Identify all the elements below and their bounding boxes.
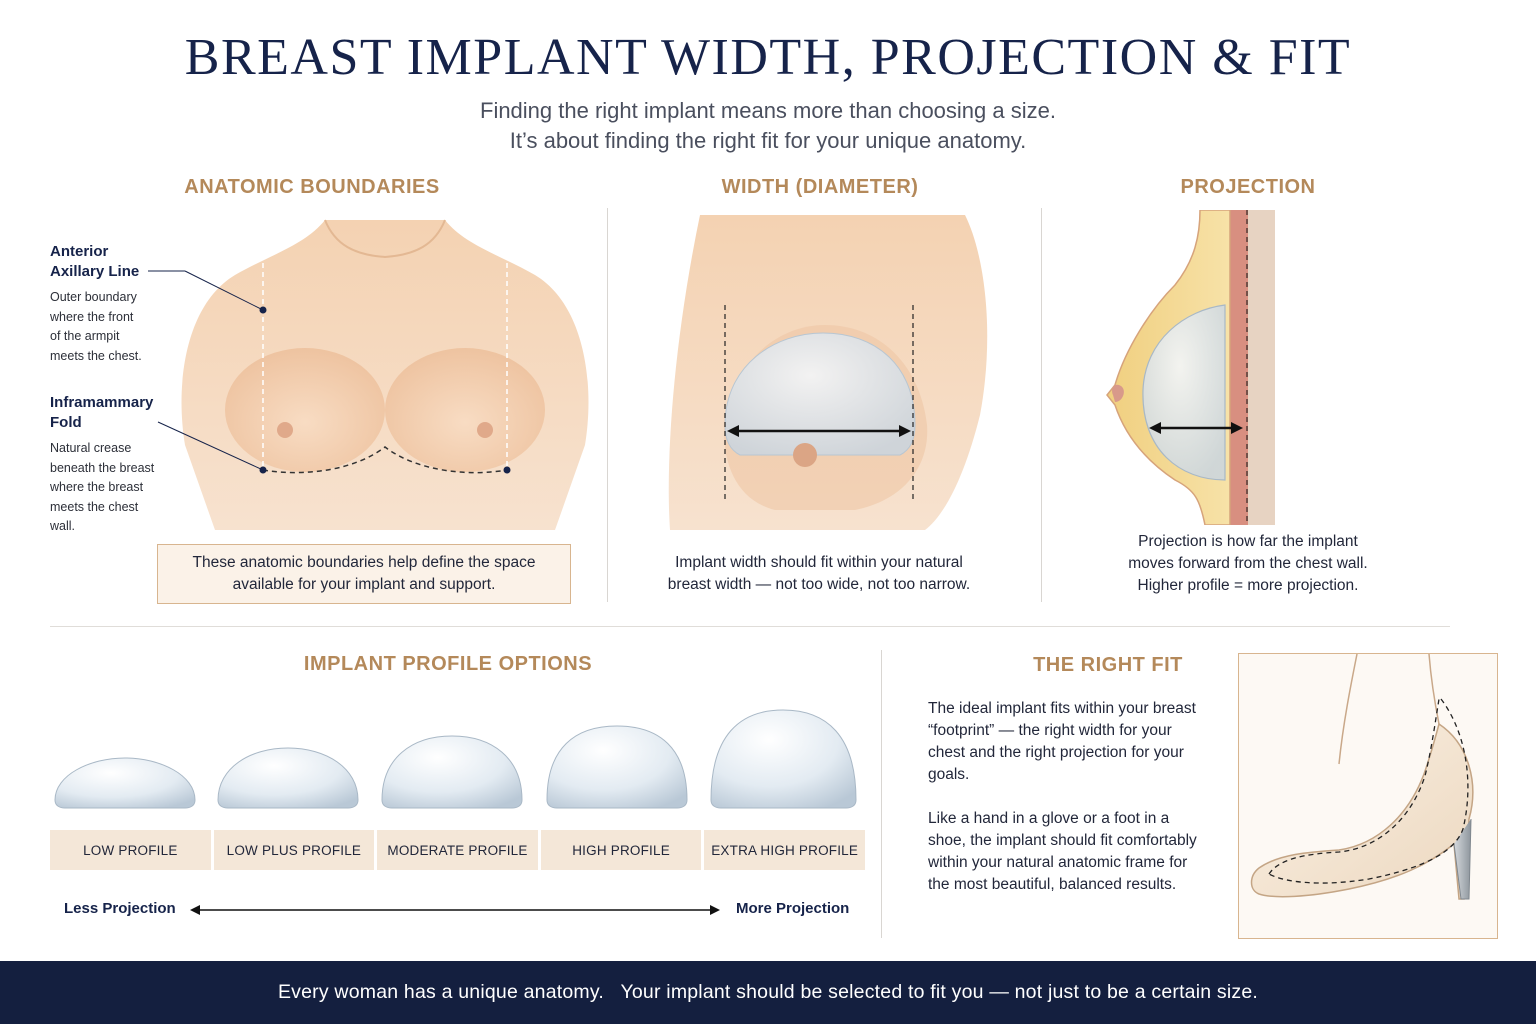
imf-desc-line-3: where the breast (50, 480, 144, 494)
axillary-title-line-2: Axillary Line (50, 263, 140, 280)
torso-illustration (181, 219, 589, 530)
projection-illustration (1106, 210, 1275, 525)
projection-caption: Projection is how far the implant moves … (1070, 531, 1426, 597)
profile-label-extra-high: EXTRA HIGH PROFILE (704, 830, 865, 870)
fit-paragraph-2: Like a hand in a glove or a foot in a sh… (928, 810, 1197, 893)
imf-desc-line-4: meets the chest (50, 499, 139, 514)
axillary-desc-line-3: of the armpit (50, 329, 120, 343)
profiles-heading: IMPLANT PROFILE OPTIONS (303, 653, 593, 675)
divider-2 (1041, 208, 1042, 602)
profile-label-low: LOW PROFILE (50, 830, 211, 870)
width-caption-line-2: breast width — not too wide, not too nar… (667, 576, 971, 593)
implant-low-profile (54, 757, 196, 809)
width-caption: Implant width should fit within your nat… (640, 552, 998, 596)
implant-profiles-row (54, 709, 857, 809)
projection-caption-line-1: Projection is how far the implant (1138, 533, 1358, 550)
axillary-title-line-1: Anterior (50, 243, 109, 260)
note-line-1: These anatomic boundaries help define th… (192, 554, 536, 571)
axillary-line-title: Anterior Axillary Line (50, 242, 139, 282)
divider-horizontal (50, 626, 1450, 627)
page-title: BREAST IMPLANT WIDTH, PROJECTION & FIT (184, 29, 1352, 86)
projection-scale-arrow (190, 905, 720, 915)
projection-caption-line-2: moves forward from the chest wall. (1128, 555, 1368, 572)
fit-text: The ideal implant fits within your breas… (928, 698, 1208, 918)
width-illustration (668, 215, 988, 530)
profile-label-moderate: MODERATE PROFILE (377, 830, 538, 870)
width-heading: WIDTH (DIAMETER) (721, 176, 919, 198)
imf-title-line-1: Inframammary (50, 394, 154, 411)
anatomic-note-box: These anatomic boundaries help define th… (157, 544, 571, 604)
subtitle-line-1: Finding the right implant means more tha… (480, 98, 1056, 123)
profile-labels-bar: LOW PROFILE LOW PLUS PROFILE MODERATE PR… (50, 830, 865, 870)
subtitle-line-2: It’s about finding the right fit for you… (509, 128, 1027, 153)
axillary-desc-line-1: Outer boundary (50, 290, 137, 304)
imf-title-line-2: Fold (50, 414, 82, 431)
imf-desc: Natural crease beneath the breast where … (50, 439, 154, 537)
fit-heading: THE RIGHT FIT (1033, 654, 1183, 676)
less-projection-label: Less Projection (64, 900, 176, 917)
axillary-line-desc: Outer boundary where the front of the ar… (50, 288, 142, 366)
more-projection-label: More Projection (736, 900, 850, 917)
implant-low-plus-profile (217, 747, 359, 809)
note-line-2: available for your implant and support. (232, 576, 496, 593)
imf-desc-line-5: wall. (50, 519, 76, 533)
shoe-illustration-frame (1238, 653, 1498, 939)
divider-3 (881, 650, 882, 938)
page-subtitle: Finding the right implant means more tha… (0, 96, 1536, 156)
projection-heading: PROJECTION (1180, 176, 1316, 198)
axillary-desc-line-2: where the front (50, 309, 134, 324)
implant-extra-high-profile (710, 709, 857, 809)
imf-desc-line-2: beneath the breast (50, 460, 155, 475)
label-leader-lines (148, 270, 264, 471)
fit-paragraph-1: The ideal implant fits within your breas… (928, 700, 1196, 783)
shoe-illustration (1250, 654, 1474, 900)
imf-title: Inframammary Fold (50, 393, 153, 433)
imf-desc-line-1: Natural crease (50, 441, 132, 455)
anatomic-heading: ANATOMIC BOUNDARIES (184, 176, 440, 198)
axillary-desc-line-4: meets the chest. (50, 348, 142, 363)
divider-1 (607, 208, 608, 602)
implant-moderate-profile (381, 735, 523, 809)
profile-label-high: HIGH PROFILE (540, 830, 702, 870)
implant-high-profile (546, 725, 688, 809)
footer-banner: Every woman has a unique anatomy. Your i… (0, 961, 1536, 1024)
profile-label-low-plus: LOW PLUS PROFILE (213, 830, 375, 870)
projection-caption-line-3: Higher profile = more projection. (1137, 577, 1359, 594)
width-caption-line-1: Implant width should fit within your nat… (675, 554, 963, 571)
